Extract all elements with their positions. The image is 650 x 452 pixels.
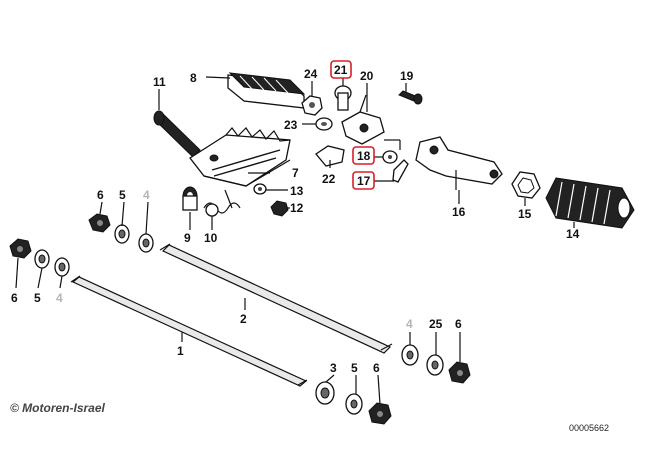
- clip-22[interactable]: [315, 145, 345, 167]
- label-5-upper-left[interactable]: 5: [119, 188, 126, 202]
- label-21[interactable]: 21: [334, 63, 348, 77]
- label-20[interactable]: 20: [360, 69, 374, 83]
- footpeg-7[interactable]: [189, 127, 291, 187]
- leader-lines: [15, 76, 575, 405]
- washer-18[interactable]: [382, 150, 398, 164]
- rod-1[interactable]: [70, 275, 308, 387]
- highlight-box-21: [330, 60, 352, 79]
- washer-13[interactable]: [253, 183, 267, 195]
- label-6-lower-left[interactable]: 6: [11, 291, 18, 305]
- washer-5-lower-left[interactable]: [34, 249, 50, 269]
- washer-4-right[interactable]: [401, 344, 419, 366]
- bolt-11[interactable]: [153, 110, 201, 158]
- bushing-9[interactable]: [182, 186, 198, 211]
- label-6-upper-right[interactable]: 6: [455, 317, 462, 331]
- label-4-right[interactable]: 4: [406, 317, 413, 331]
- washer-23[interactable]: [315, 117, 333, 131]
- label-4-upper-left[interactable]: 4: [143, 188, 150, 202]
- label-5-lower-left[interactable]: 5: [34, 291, 41, 305]
- label-12[interactable]: 12: [290, 201, 304, 215]
- nut-12[interactable]: [270, 200, 289, 217]
- label-11[interactable]: 11: [153, 75, 166, 89]
- nut-24[interactable]: [301, 95, 323, 116]
- label-18[interactable]: 18: [357, 149, 371, 163]
- rubber-pad-8[interactable]: [227, 72, 306, 109]
- label-5-lower-right[interactable]: 5: [351, 361, 358, 375]
- label-2[interactable]: 2: [240, 312, 247, 326]
- washer-4-upper-left[interactable]: [138, 233, 154, 253]
- label-24[interactable]: 24: [304, 67, 318, 81]
- screw-19[interactable]: [398, 90, 423, 105]
- washer-5-lower-right[interactable]: [345, 393, 363, 415]
- rod-2[interactable]: [159, 243, 393, 354]
- washer-25-right[interactable]: [426, 354, 444, 376]
- nut-6-lower-right[interactable]: [368, 402, 392, 425]
- label-23[interactable]: 23: [284, 118, 298, 132]
- pin-21[interactable]: [334, 85, 352, 111]
- pin-17[interactable]: [392, 159, 409, 183]
- grommet-15[interactable]: [511, 171, 541, 199]
- spacer-3[interactable]: [315, 381, 335, 405]
- bracket-20[interactable]: [341, 94, 385, 145]
- label-10[interactable]: 10: [204, 231, 218, 245]
- label-13[interactable]: 13: [290, 184, 304, 198]
- nut-6-upper-right[interactable]: [448, 361, 471, 384]
- label-22[interactable]: 22: [322, 172, 336, 186]
- label-16[interactable]: 16: [452, 205, 466, 219]
- label-3[interactable]: 3: [330, 361, 337, 375]
- drawing-number: 00005662: [569, 423, 609, 433]
- label-6-upper-left[interactable]: 6: [97, 188, 104, 202]
- label-6-lower-right[interactable]: 6: [373, 361, 380, 375]
- highlight-box-18: [352, 146, 375, 165]
- label-9[interactable]: 9: [184, 231, 191, 245]
- label-17[interactable]: 17: [357, 174, 371, 188]
- label-1[interactable]: 1: [177, 344, 184, 358]
- highlight-box-17: [352, 171, 375, 190]
- footpeg-bracket-16[interactable]: [415, 136, 503, 190]
- watermark: © Motoren-Israel: [10, 401, 106, 415]
- label-7[interactable]: 7: [292, 166, 299, 180]
- washer-4-lower-left[interactable]: [54, 257, 70, 277]
- label-25[interactable]: 25: [429, 317, 443, 331]
- label-19[interactable]: 19: [400, 69, 414, 83]
- label-4-lower-left[interactable]: 4: [56, 291, 63, 305]
- label-8[interactable]: 8: [190, 71, 197, 85]
- label-15[interactable]: 15: [518, 207, 532, 221]
- label-14[interactable]: 14: [566, 227, 580, 241]
- rubber-footpeg-14[interactable]: [545, 177, 635, 229]
- washer-5-upper-left[interactable]: [114, 224, 130, 244]
- spring-10[interactable]: [203, 189, 241, 217]
- nut-6-upper-left[interactable]: [88, 213, 111, 233]
- nut-6-lower-left[interactable]: [9, 238, 32, 259]
